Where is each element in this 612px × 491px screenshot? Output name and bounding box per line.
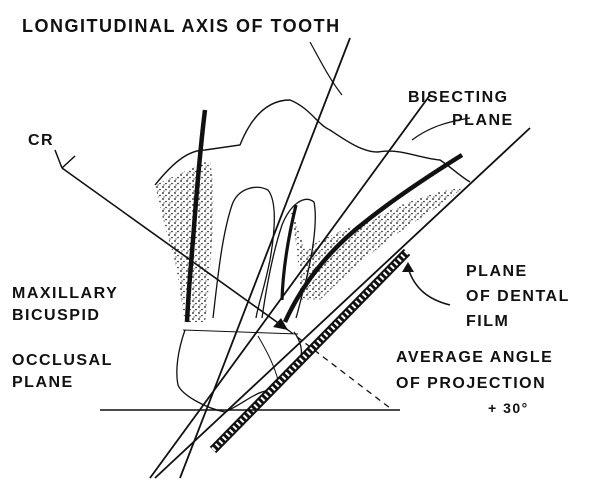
maxillary-bicuspid-label: MAXILLARY BICUSPID <box>12 285 124 324</box>
film-plane-label: PLANE OF DENTAL FILM <box>466 263 576 330</box>
longitudinal-axis-label: LONGITUDINAL AXIS OF TOOTH <box>22 16 341 36</box>
central-ray-label: CR <box>28 132 54 149</box>
longitudinal-axis-label-leader <box>310 42 342 95</box>
film-pointer-arrowhead-icon <box>402 262 414 272</box>
film-pointer-arrow <box>408 268 450 305</box>
cementoenamel-line <box>183 330 298 334</box>
central-ray-tail-icon <box>55 150 75 168</box>
projection-angle-value: + 30° <box>488 400 529 416</box>
longitudinal-axis-leader <box>262 130 318 190</box>
bisecting-plane-label: BISECTING PLANE <box>408 89 515 129</box>
projection-angle-dashed-line <box>288 330 390 408</box>
occlusal-plane-label: OCCLUSAL PLANE <box>12 352 119 391</box>
projection-angle-label: AVERAGE ANGLE OF PROJECTION <box>396 349 559 392</box>
